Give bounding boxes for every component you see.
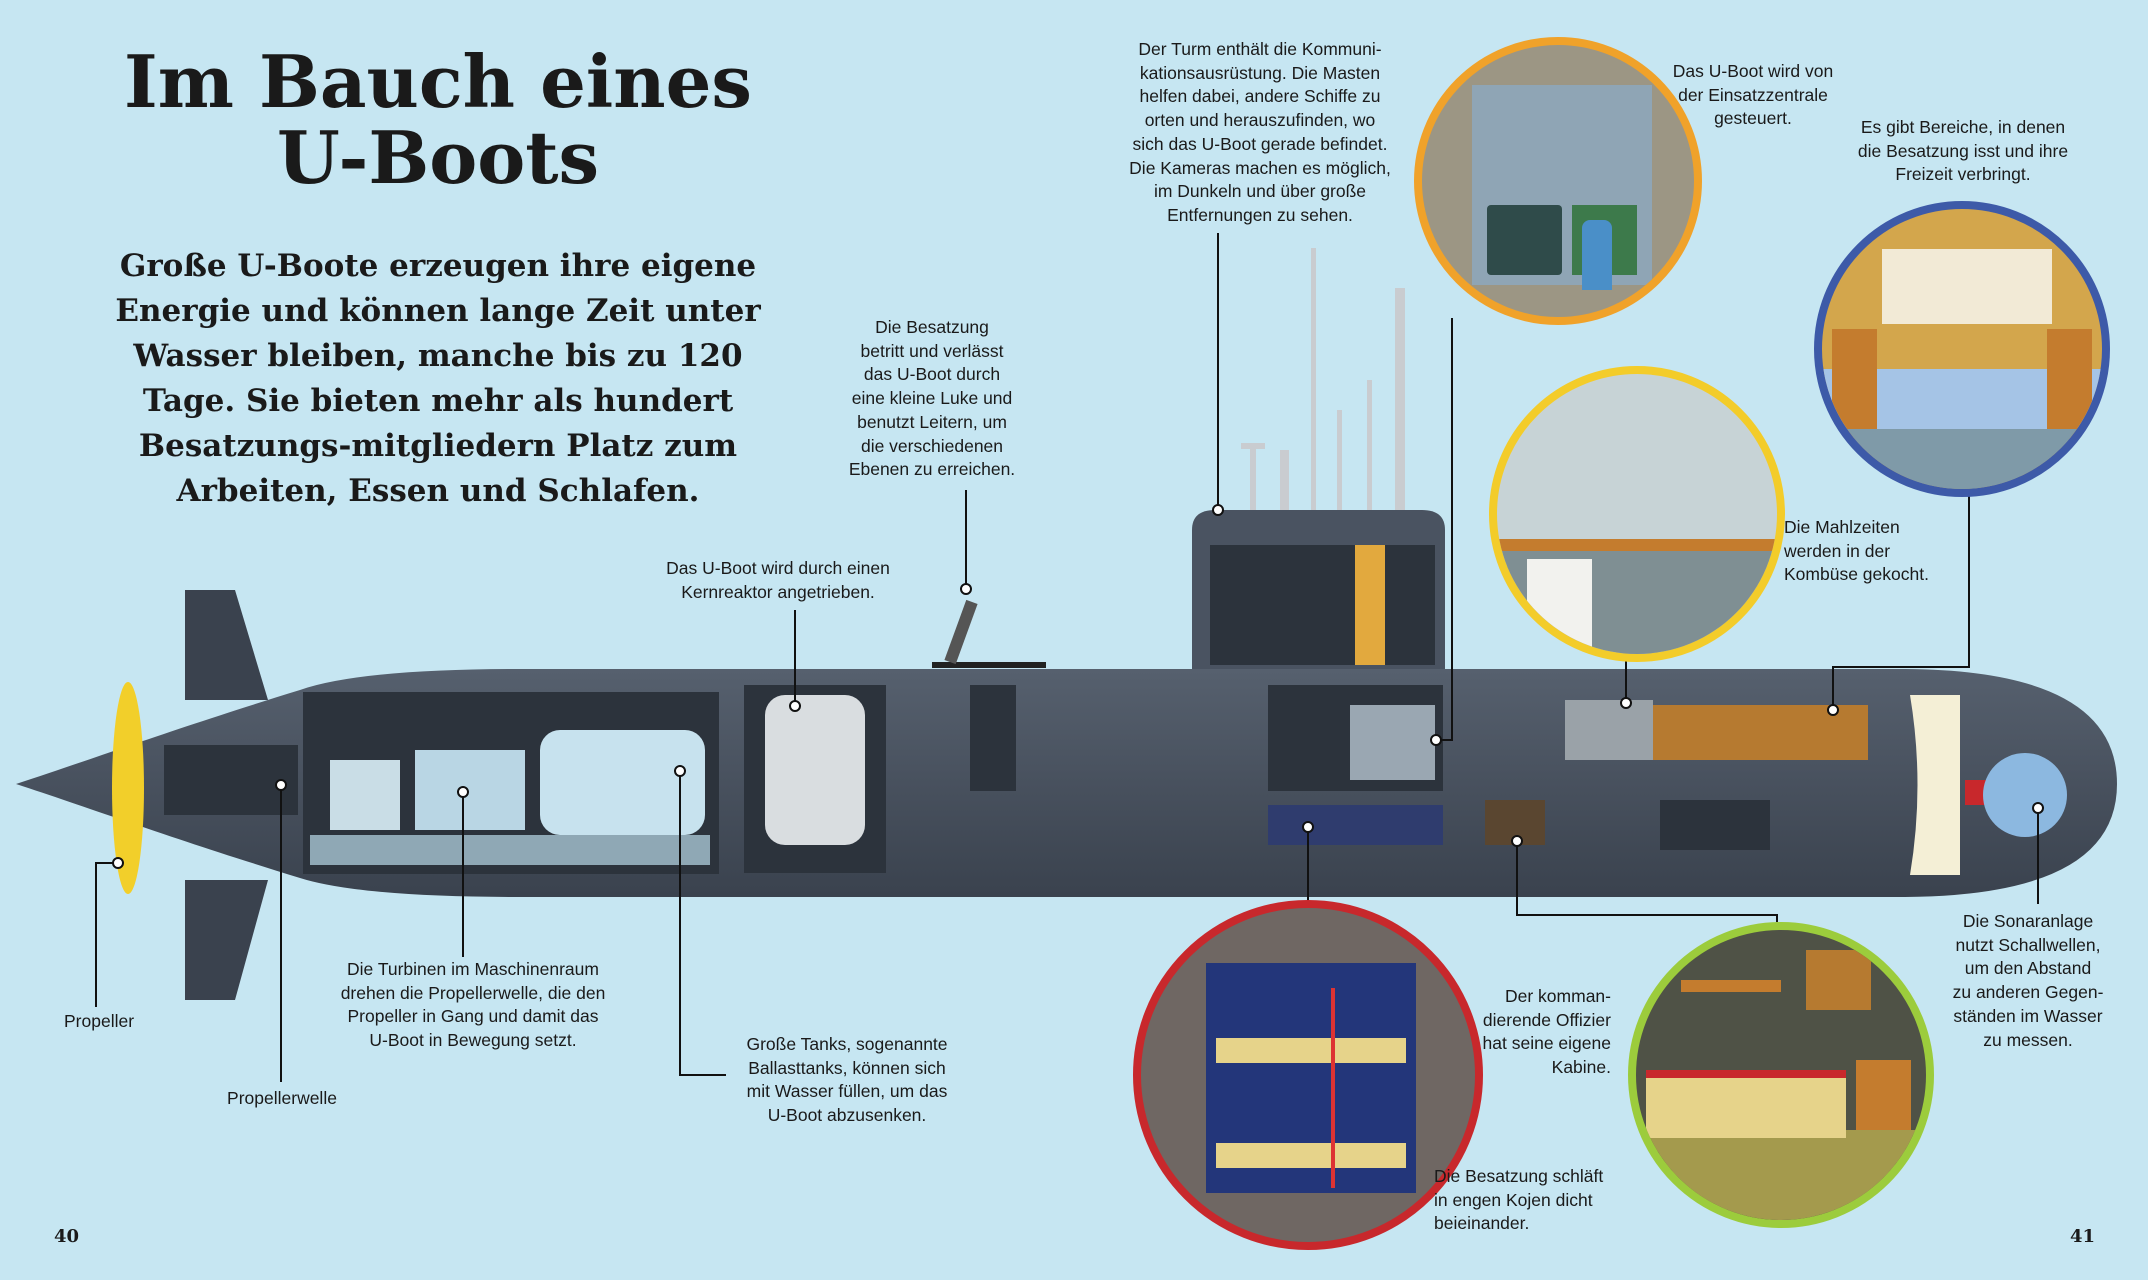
caption-propeller-shaft: Propellerwelle xyxy=(227,1088,337,1108)
page-number-right: 41 xyxy=(2070,1226,2096,1247)
caption-control-room: Das U-Boot wird von der Einsatzzentrale … xyxy=(1672,61,1834,129)
caption-reactor: Das U-Boot wird durch einen Kernreaktor … xyxy=(666,558,890,602)
control-room-circle xyxy=(1414,37,1702,325)
caption-ballast-tanks: Große Tanks, sogenannte Ballasttanks, kö… xyxy=(746,1034,948,1126)
caption-mess: Es gibt Bereiche, in denen die Besatzung… xyxy=(1857,117,2069,185)
tail-fin-bottom xyxy=(185,880,268,1000)
intro-paragraph: Große U-Boote erzeugen ihre eigene Energ… xyxy=(115,248,761,509)
leader-dots xyxy=(112,504,2044,869)
galley-circle xyxy=(1489,366,1785,662)
caption-sonar: Die Sonaranlage nutzt Schallwellen, um d… xyxy=(1952,911,2104,1050)
page-title: Im Bauch eines U-Boots xyxy=(124,39,752,200)
sonar-sphere xyxy=(1983,753,2067,837)
propeller xyxy=(112,682,144,894)
caption-propeller: Propeller xyxy=(64,1011,135,1031)
page-number-left: 40 xyxy=(54,1226,80,1247)
mess-circle xyxy=(1814,201,2110,497)
masts xyxy=(1241,248,1405,510)
bunks-circle xyxy=(1133,900,1483,1250)
caption-hatch: Die Besatzung betritt und verlässt das U… xyxy=(848,317,1016,480)
officer-cabin-circle xyxy=(1628,922,1934,1228)
tail-fin-top xyxy=(185,590,268,700)
caption-tower: Der Turm enthält die Kommuni- kationsaus… xyxy=(1129,39,1391,225)
caption-galley: Die Mahlzeiten werden in der Kombüse gek… xyxy=(1784,517,1929,585)
caption-officer: Der komman- dierende Offizier hat seine … xyxy=(1482,986,1611,1078)
compartments xyxy=(164,545,2067,875)
caption-bunks: Die Besatzung schläft in engen Kojen dic… xyxy=(1434,1166,1604,1234)
caption-turbines: Die Turbinen im Maschinenraum drehen die… xyxy=(340,959,606,1051)
